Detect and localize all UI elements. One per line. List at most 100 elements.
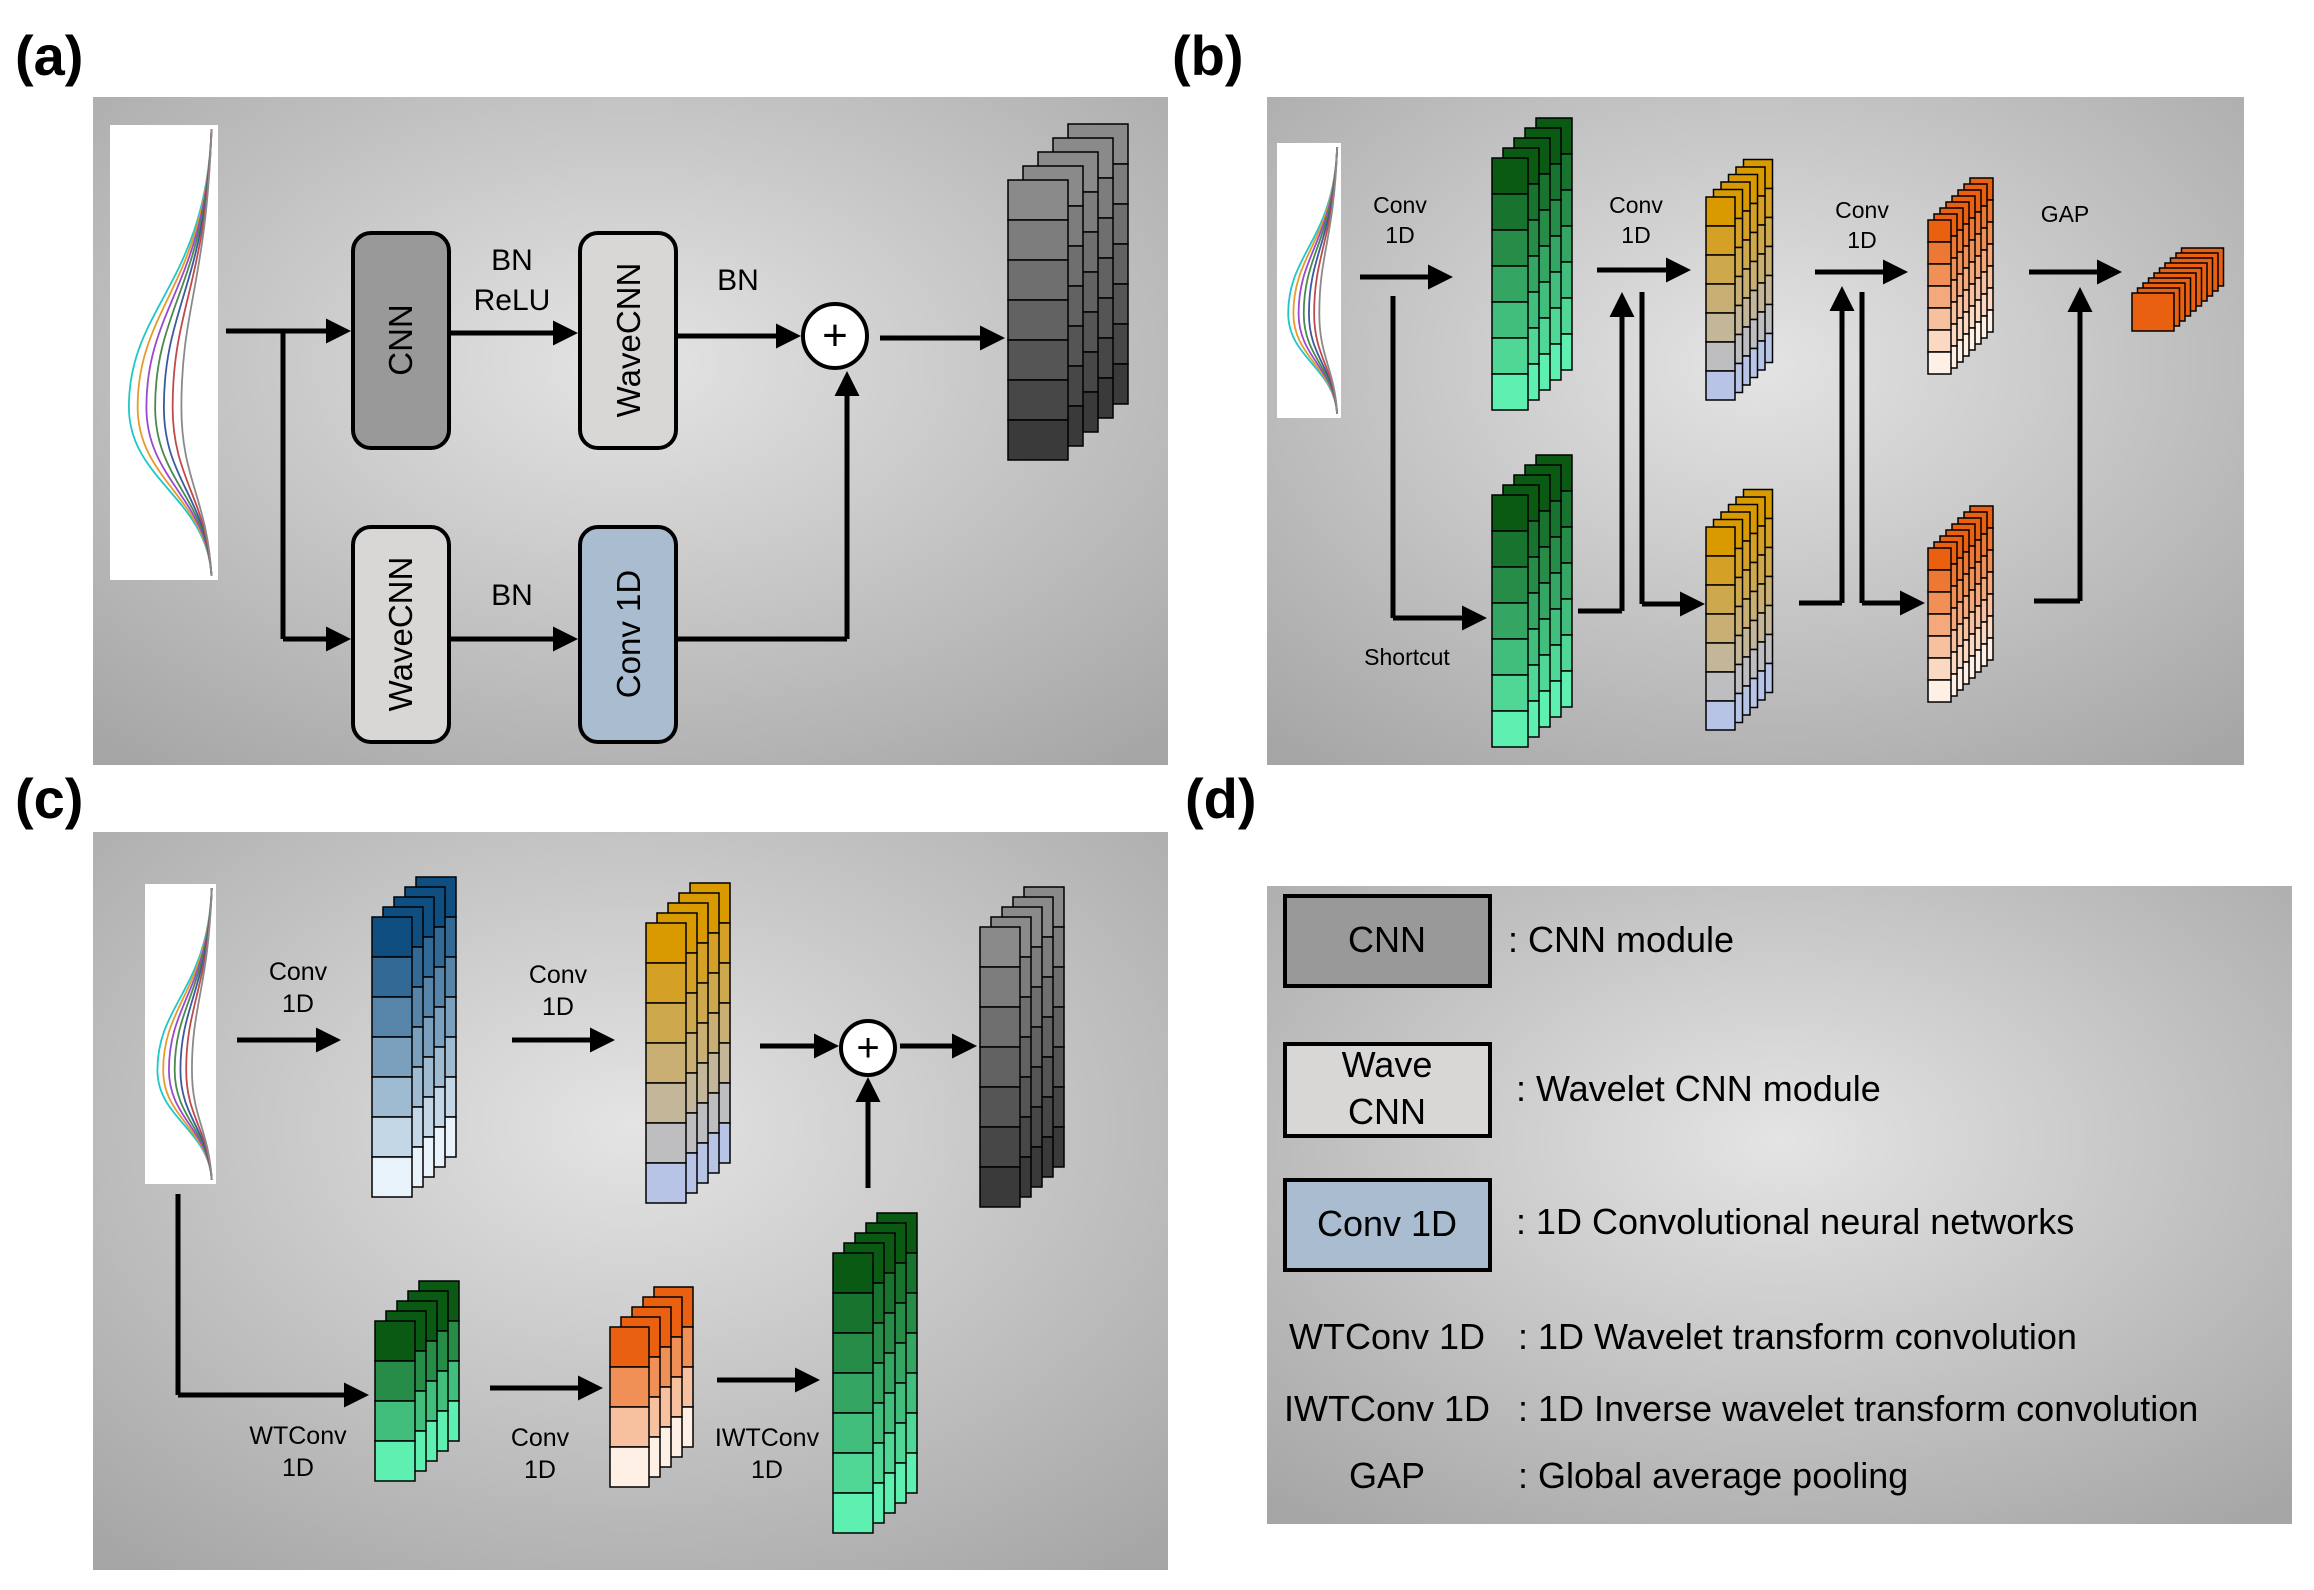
feature-stack-c-gray-output bbox=[979, 886, 1065, 1208]
feature-stack-c-green-iwtconv bbox=[832, 1212, 918, 1534]
bn-bottom-label: BN bbox=[491, 579, 533, 612]
signal-curve bbox=[168, 887, 213, 1181]
panel-c-label: (c) bbox=[15, 767, 83, 830]
bn-top-label: BN bbox=[717, 264, 759, 297]
feature-cell bbox=[832, 1372, 874, 1414]
feature-cell bbox=[1927, 657, 1952, 681]
signal-curve bbox=[1302, 146, 1339, 415]
signal-curve bbox=[1297, 146, 1339, 415]
feature-cell bbox=[1705, 671, 1736, 702]
wavecnn-box-top: WaveCNN bbox=[578, 231, 678, 450]
feature-cell bbox=[1491, 566, 1529, 604]
feature-cell bbox=[371, 996, 413, 1038]
feature-cell bbox=[645, 962, 687, 1004]
signal-curve bbox=[1318, 146, 1339, 415]
feature-cell bbox=[371, 956, 413, 998]
c-conv2-label-line2: 1D bbox=[542, 993, 574, 1021]
feature-cell bbox=[609, 1406, 650, 1448]
panel-d-label: (d) bbox=[1185, 767, 1257, 830]
c-wtconv-label-line1: WTConv bbox=[249, 1422, 347, 1450]
feature-cell bbox=[832, 1252, 874, 1294]
feature-cell bbox=[1491, 674, 1529, 712]
signal-curve bbox=[1287, 146, 1339, 415]
feature-cell bbox=[1491, 157, 1529, 195]
feature-stack-a-output bbox=[1007, 123, 1129, 461]
feature-cell bbox=[1007, 259, 1069, 301]
feature-stack-c-green-wtconv bbox=[374, 1280, 460, 1482]
legend-cnn-desc: : CNN module bbox=[1508, 919, 1734, 960]
feature-cell bbox=[374, 1440, 416, 1482]
conv1d-box-label: Conv 1D bbox=[610, 570, 647, 698]
signal-curve bbox=[185, 887, 213, 1181]
legend-wavecnn-desc: : Wavelet CNN module bbox=[1516, 1068, 1881, 1109]
input-signal-plot-c bbox=[145, 884, 216, 1184]
feature-cell bbox=[1705, 555, 1736, 586]
feature-cell bbox=[1491, 710, 1529, 748]
feature-stack-c-orange bbox=[609, 1286, 694, 1488]
feature-cell bbox=[1705, 283, 1736, 314]
feature-cell bbox=[979, 1046, 1021, 1088]
feature-cell bbox=[609, 1326, 650, 1368]
signal-curve bbox=[171, 128, 213, 577]
feature-stack-b-gap-output bbox=[2131, 247, 2225, 332]
feature-cell bbox=[1007, 299, 1069, 341]
b-conv3-label-line2: 1D bbox=[1847, 227, 1876, 253]
c-wtconv-label-line2: 1D bbox=[282, 1454, 314, 1482]
b-conv3-label-line1: Conv bbox=[1835, 197, 1889, 223]
feature-cell bbox=[1491, 638, 1529, 676]
c-conv3-label-line1: Conv bbox=[511, 1424, 570, 1452]
legend-wtconv-symbol: WTConv 1D bbox=[1289, 1316, 1485, 1357]
feature-cell bbox=[1927, 219, 1952, 243]
feature-cell bbox=[1491, 373, 1529, 411]
feature-stack-c-gold bbox=[645, 882, 731, 1204]
legend-iwtconv-desc: : 1D Inverse wavelet transform convoluti… bbox=[1518, 1388, 2198, 1429]
feature-cell bbox=[1927, 679, 1952, 703]
feature-cell bbox=[1491, 530, 1529, 568]
c-conv3-label-line2: 1D bbox=[524, 1456, 556, 1484]
feature-cell bbox=[645, 1162, 687, 1204]
c-conv1-label-line1: Conv bbox=[269, 958, 328, 986]
feature-cell bbox=[1491, 602, 1529, 640]
b-conv2-label-line1: Conv bbox=[1609, 192, 1663, 218]
feature-cell bbox=[1927, 547, 1952, 571]
legend-wtconv: WTConv 1D : 1D Wavelet transform convolu… bbox=[1289, 1316, 2077, 1357]
wavecnn-bottom-label: WaveCNN bbox=[382, 557, 419, 712]
legend-cnn-symbol: CNN bbox=[1348, 919, 1426, 960]
feature-cell bbox=[1927, 569, 1952, 593]
feature-cell bbox=[609, 1366, 650, 1408]
arrows-b bbox=[1360, 257, 2122, 631]
feature-cell bbox=[1927, 613, 1952, 637]
legend-wavecnn: Wave CNN : Wavelet CNN module bbox=[1283, 1042, 1881, 1138]
feature-stack-b-gold-bottom bbox=[1705, 488, 1774, 731]
feature-cell bbox=[979, 926, 1021, 968]
feature-cell bbox=[371, 1076, 413, 1118]
signal-curve bbox=[1313, 146, 1339, 415]
feature-cell bbox=[609, 1446, 650, 1488]
conv1d-box: Conv 1D bbox=[578, 525, 678, 744]
feature-cell bbox=[645, 1042, 687, 1084]
feature-cell bbox=[1927, 591, 1952, 615]
feature-stack-b-green-top bbox=[1491, 117, 1573, 411]
feature-cell bbox=[832, 1492, 874, 1534]
sum-node-c-symbol: + bbox=[856, 1026, 879, 1070]
feature-cell bbox=[2131, 292, 2175, 332]
feature-cell bbox=[1705, 613, 1736, 644]
wavecnn-top-label: WaveCNN bbox=[610, 263, 647, 418]
b-shortcut-label: Shortcut bbox=[1364, 644, 1450, 670]
feature-cell bbox=[979, 966, 1021, 1008]
legend-gap-desc: : Global average pooling bbox=[1518, 1455, 1908, 1496]
feature-cell bbox=[979, 1166, 1021, 1208]
feature-cell bbox=[979, 1006, 1021, 1048]
cnn-box: CNN bbox=[351, 231, 451, 450]
feature-cell bbox=[1705, 642, 1736, 673]
c-iwtconv-label-line1: IWTConv bbox=[715, 1424, 820, 1452]
feature-cell bbox=[1927, 285, 1952, 309]
c-conv1-label-line2: 1D bbox=[282, 990, 314, 1018]
feature-cell bbox=[832, 1452, 874, 1494]
legend-iwtconv-symbol: IWTConv 1D bbox=[1284, 1388, 1490, 1429]
signal-curve bbox=[180, 128, 213, 577]
feature-cell bbox=[1705, 584, 1736, 615]
sum-node-c: + bbox=[839, 1019, 897, 1077]
feature-stack-b-orange-bottom bbox=[1927, 505, 1994, 703]
input-signal-plot-a bbox=[110, 125, 218, 580]
